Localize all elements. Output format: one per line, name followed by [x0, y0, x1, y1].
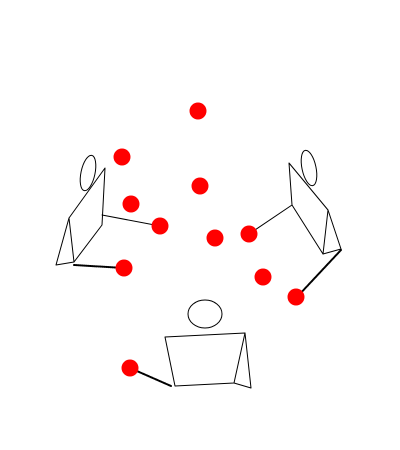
right-figure	[248, 149, 342, 298]
red-dot	[189, 102, 207, 120]
red-dot	[206, 229, 224, 247]
red-dot	[287, 288, 305, 306]
red-dot	[113, 148, 131, 166]
bottom-figure-chair	[233, 332, 252, 389]
left-figure-head	[79, 154, 97, 192]
red-dot	[254, 268, 272, 286]
red-dot	[240, 225, 258, 243]
red-dot	[122, 195, 140, 213]
bottom-figure-head	[187, 299, 223, 329]
left-figure-chair	[55, 217, 75, 266]
right-figure-head	[300, 149, 318, 187]
right-figure-arm	[248, 204, 293, 235]
red-dot	[191, 177, 209, 195]
red-dot	[151, 217, 169, 235]
right-figure-leg	[296, 249, 342, 298]
red-dot	[115, 259, 133, 277]
red-dots	[113, 102, 305, 377]
left-figure-arm	[101, 214, 161, 227]
red-dot	[121, 359, 139, 377]
right-figure-chair	[322, 209, 342, 255]
